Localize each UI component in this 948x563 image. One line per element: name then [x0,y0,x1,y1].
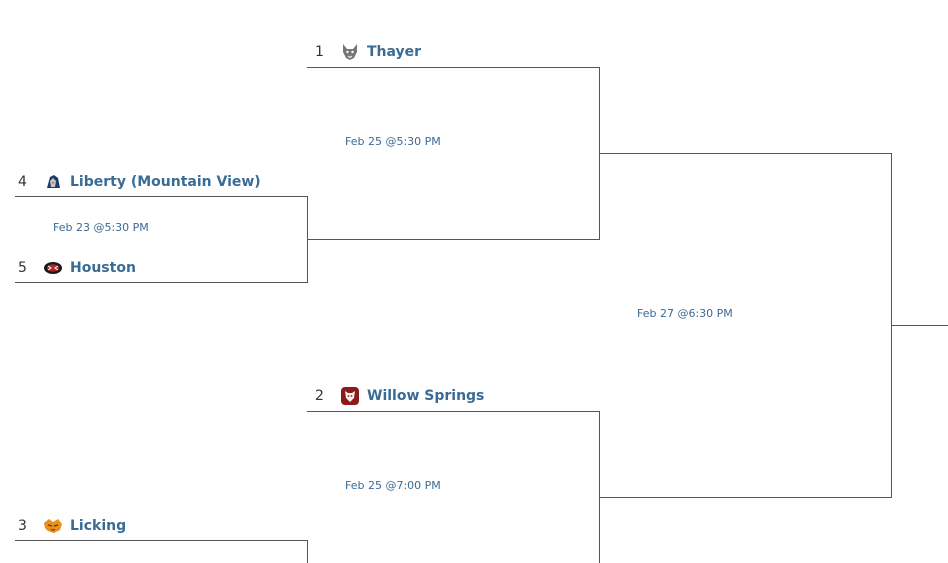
seed-number: 2 [315,388,324,404]
eagle-logo-icon [43,172,63,192]
team-name-link[interactable]: Houston [70,260,136,276]
tiger-logo-icon [43,258,63,278]
bracket-line [15,196,308,197]
game-date-link[interactable]: Feb 23 @5:30 PM [53,221,149,234]
team-entry-willow-springs: 2 Willow Springs [315,384,484,408]
bracket-line [307,239,600,240]
seed-number: 4 [18,174,27,190]
team-entry-thayer: 1 Thayer [315,40,421,64]
seed-number: 3 [18,518,27,534]
game-date-link[interactable]: Feb 25 @5:30 PM [345,135,441,148]
bracket-line [15,282,308,283]
wolf-logo-icon [340,42,360,62]
bracket-line [599,497,892,498]
bracket-line [599,153,892,154]
bracket-line [891,325,948,326]
bracket-line [307,540,308,563]
bracket-line [599,411,600,563]
seed-number: 5 [18,260,27,276]
team-name-link[interactable]: Willow Springs [367,388,485,404]
bracket-line [307,411,600,412]
game-date-link[interactable]: Feb 27 @6:30 PM [637,307,733,320]
team-entry-houston: 5 Houston [18,256,136,280]
team-entry-licking: 3 Licking [18,514,126,538]
bear-logo-icon [340,386,360,406]
bracket-line [307,67,600,68]
team-name-link[interactable]: Thayer [367,44,422,60]
team-name-link[interactable]: Liberty (Mountain View) [70,174,261,190]
team-entry-liberty: 4 Liberty (Mountain View) [18,170,261,194]
wildcat-logo-icon [43,516,63,536]
seed-number: 1 [315,44,324,60]
bracket-line [15,540,308,541]
team-name-link[interactable]: Licking [70,518,127,534]
game-date-link[interactable]: Feb 25 @7:00 PM [345,479,441,492]
bracket-line [307,196,308,283]
